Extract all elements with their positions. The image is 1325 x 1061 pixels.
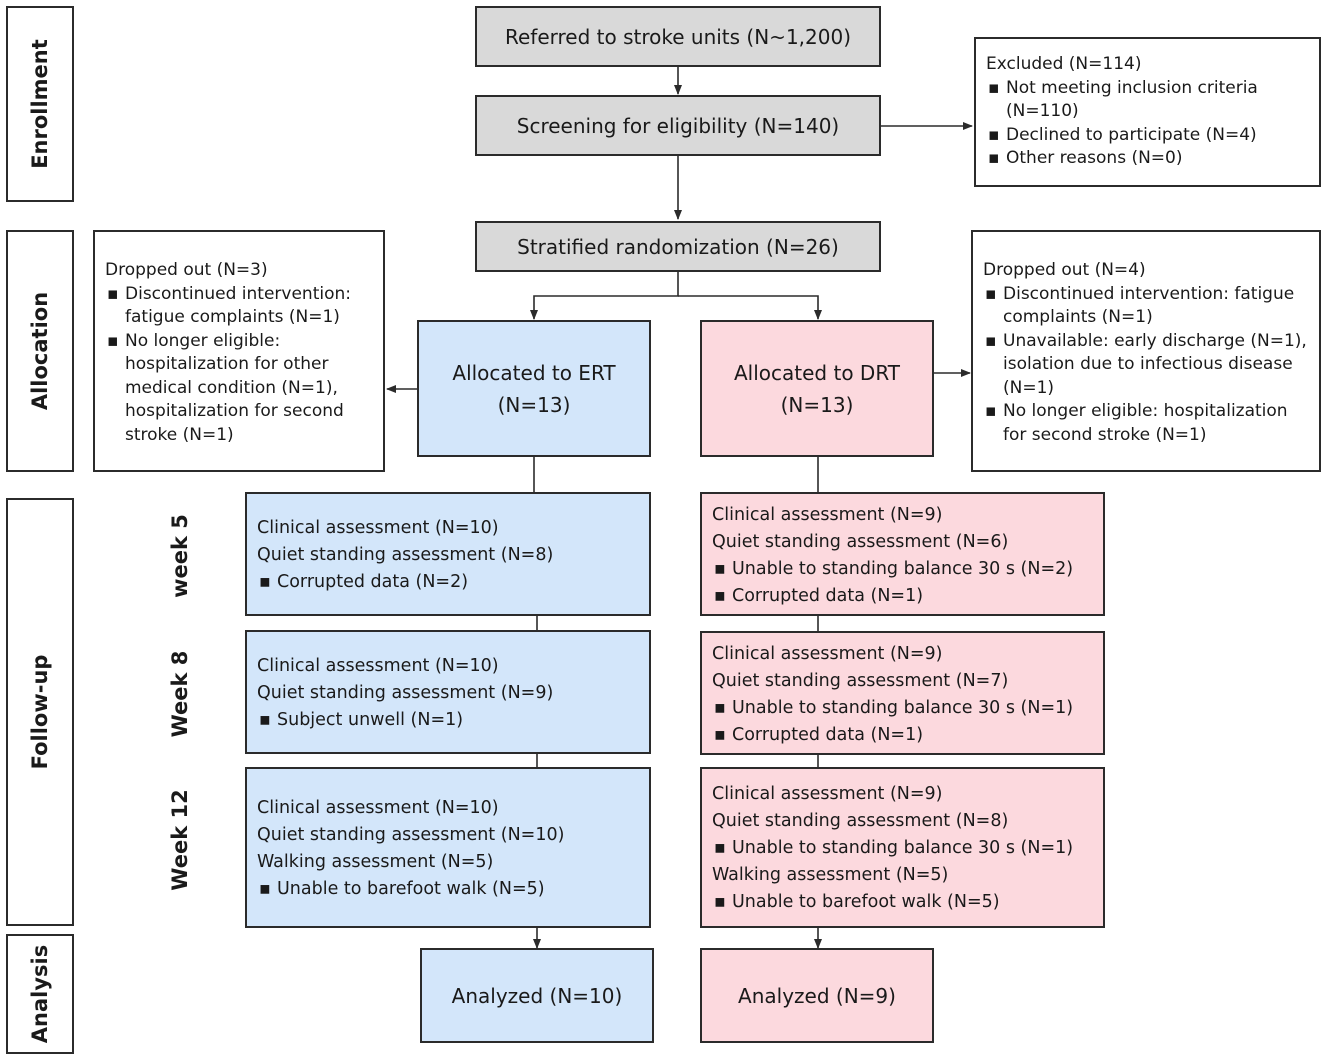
drt-week5-list: Unable to standing balance 30 s (N=2) Co…	[712, 556, 1093, 610]
ert-week5-item: Corrupted data (N=2)	[257, 569, 639, 596]
stage-followup: Follow-up	[6, 498, 74, 926]
drt-week5-item: Corrupted data (N=1)	[712, 583, 1093, 610]
excluded-item: Other reasons (N=0)	[986, 147, 1309, 171]
screening-box: Screening for eligibility (N=140)	[475, 95, 881, 156]
ert-week12-line: Clinical assessment (N=10)	[257, 798, 499, 818]
stage-allocation-label: Allocation	[28, 291, 52, 411]
drt-week12-list: Unable to standing balance 30 s (N=1)	[712, 835, 1093, 862]
drt-week5-item: Unable to standing balance 30 s (N=2)	[712, 556, 1093, 583]
allocated-ert-n: (N=13)	[497, 392, 571, 417]
excluded-box: Excluded (N=114) Not meeting inclusion c…	[974, 37, 1321, 187]
ert-week8-item: Subject unwell (N=1)	[257, 707, 639, 734]
ert-week5-line: Quiet standing assessment (N=8)	[257, 545, 554, 565]
dropout-ert-title: Dropped out (N=3)	[105, 260, 268, 280]
ert-week12-line: Quiet standing assessment (N=10)	[257, 825, 565, 845]
drt-week5-box: Clinical assessment (N=9) Quiet standing…	[700, 492, 1105, 616]
ert-week12-list: Unable to barefoot walk (N=5)	[257, 876, 639, 903]
allocated-ert-label: Allocated to ERT	[452, 360, 616, 385]
drt-week12-box: Clinical assessment (N=9) Quiet standing…	[700, 767, 1105, 928]
screening-text: Screening for eligibility (N=140)	[516, 113, 840, 138]
week-8-label: Week 8	[168, 650, 192, 738]
excluded-list: Not meeting inclusion criteria (N=110) D…	[986, 77, 1309, 171]
dropout-drt-item: Discontinued intervention: fatigue compl…	[983, 283, 1309, 330]
ert-week5-line: Clinical assessment (N=10)	[257, 518, 499, 538]
stage-enrollment: Enrollment	[6, 6, 74, 202]
drt-week8-item: Corrupted data (N=1)	[712, 722, 1093, 749]
ert-week12-item: Unable to barefoot walk (N=5)	[257, 876, 639, 903]
analyzed-drt-box: Analyzed (N=9)	[700, 948, 934, 1043]
ert-week12-box: Clinical assessment (N=10) Quiet standin…	[245, 767, 651, 928]
drt-week12-list: Unable to barefoot walk (N=5)	[712, 889, 1093, 916]
randomization-box: Stratified randomization (N=26)	[475, 221, 881, 272]
analyzed-ert-text: Analyzed (N=10)	[451, 983, 623, 1008]
ert-week8-line: Clinical assessment (N=10)	[257, 656, 499, 676]
dropout-ert-box: Dropped out (N=3) Discontinued intervent…	[93, 230, 385, 472]
randomization-text: Stratified randomization (N=26)	[517, 234, 839, 259]
drt-week12-line: Clinical assessment (N=9)	[712, 784, 943, 804]
dropout-ert-item: Discontinued intervention: fatigue compl…	[105, 283, 373, 330]
drt-week8-line: Quiet standing assessment (N=7)	[712, 671, 1009, 691]
drt-week8-line: Clinical assessment (N=9)	[712, 644, 943, 664]
stage-enrollment-label: Enrollment	[28, 39, 52, 169]
drt-week5-line: Clinical assessment (N=9)	[712, 505, 943, 525]
stage-analysis-label: Analysis	[28, 944, 52, 1044]
ert-week5-list: Corrupted data (N=2)	[257, 569, 639, 596]
drt-week8-item: Unable to standing balance 30 s (N=1)	[712, 695, 1093, 722]
week-12-label: Week 12	[168, 789, 192, 891]
dropout-drt-box: Dropped out (N=4) Discontinued intervent…	[971, 230, 1321, 472]
ert-week8-box: Clinical assessment (N=10) Quiet standin…	[245, 630, 651, 754]
ert-week5-box: Clinical assessment (N=10) Quiet standin…	[245, 492, 651, 616]
referred-box: Referred to stroke units (N~1,200)	[475, 6, 881, 67]
drt-week12-line: Quiet standing assessment (N=8)	[712, 811, 1009, 831]
drt-week12-item: Unable to barefoot walk (N=5)	[712, 889, 1093, 916]
allocated-drt-label: Allocated to DRT	[734, 360, 900, 385]
allocated-ert-box: Allocated to ERT (N=13)	[417, 320, 651, 457]
excluded-item: Declined to participate (N=4)	[986, 124, 1309, 148]
excluded-title: Excluded (N=114)	[986, 54, 1142, 74]
week-5-label: week 5	[168, 514, 192, 598]
drt-week12-item: Unable to standing balance 30 s (N=1)	[712, 835, 1093, 862]
analyzed-drt-text: Analyzed (N=9)	[738, 983, 896, 1008]
allocated-drt-box: Allocated to DRT (N=13)	[700, 320, 934, 457]
stage-allocation: Allocation	[6, 230, 74, 472]
dropout-ert-item: No longer eligible: hospitalization for …	[105, 330, 373, 448]
dropout-drt-item: Unavailable: early discharge (N=1), isol…	[983, 330, 1309, 401]
dropout-drt-item: No longer eligible: hospitalization for …	[983, 400, 1309, 447]
dropout-drt-title: Dropped out (N=4)	[983, 260, 1146, 280]
stage-followup-label: Follow-up	[28, 654, 52, 770]
excluded-item: Not meeting inclusion criteria (N=110)	[986, 77, 1309, 124]
drt-week8-list: Unable to standing balance 30 s (N=1) Co…	[712, 695, 1093, 749]
analyzed-ert-box: Analyzed (N=10)	[420, 948, 654, 1043]
stage-analysis: Analysis	[6, 934, 74, 1054]
drt-week8-box: Clinical assessment (N=9) Quiet standing…	[700, 631, 1105, 755]
ert-week8-list: Subject unwell (N=1)	[257, 707, 639, 734]
dropout-ert-list: Discontinued intervention: fatigue compl…	[105, 283, 373, 448]
ert-week8-line: Quiet standing assessment (N=9)	[257, 683, 554, 703]
ert-week12-line: Walking assessment (N=5)	[257, 852, 494, 872]
drt-week12-line: Walking assessment (N=5)	[712, 865, 949, 885]
dropout-drt-list: Discontinued intervention: fatigue compl…	[983, 283, 1309, 448]
allocated-drt-n: (N=13)	[780, 392, 854, 417]
referred-text: Referred to stroke units (N~1,200)	[504, 24, 851, 49]
drt-week5-line: Quiet standing assessment (N=6)	[712, 532, 1009, 552]
